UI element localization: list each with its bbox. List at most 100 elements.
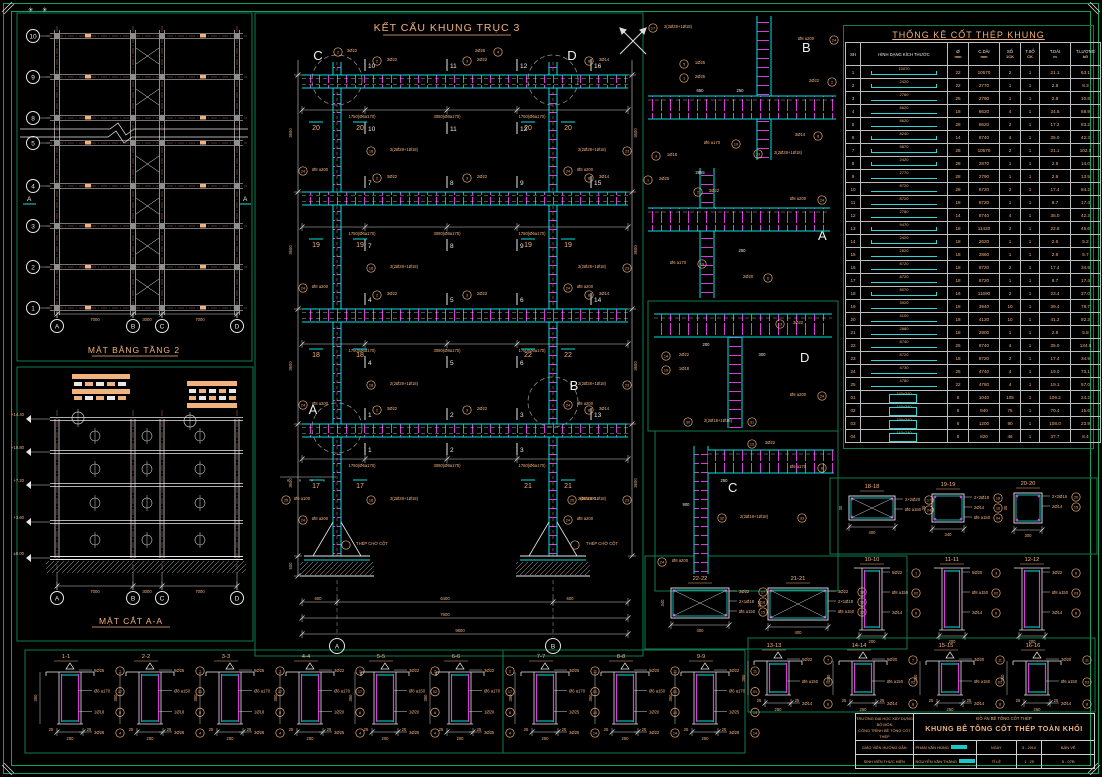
- ref-number: 8: [1086, 703, 1088, 707]
- column-section-outline: [670, 587, 730, 619]
- shape-cell: 8720: [860, 273, 948, 287]
- annotation-text: Ø8 a200: [798, 36, 815, 41]
- annotation-text: 25: [929, 698, 934, 703]
- ref-circle: [775, 319, 785, 329]
- ref-circle: [758, 607, 768, 617]
- grid-bubble-label: A: [55, 596, 60, 603]
- grid-bubble-label: B: [131, 596, 135, 603]
- grid-bubble-label: C: [160, 324, 165, 331]
- grid-bubble: [50, 319, 64, 333]
- annotation-text: Ø8 a150: [1052, 590, 1069, 595]
- table-cell: 21.1: [1039, 143, 1071, 157]
- table-cell: 24.2: [1070, 390, 1101, 404]
- annotation-text: 350: [193, 694, 198, 702]
- annotation-text: Ø8 a200: [672, 558, 689, 563]
- annotation-text: 25: [880, 698, 885, 703]
- annotation-text: 25: [209, 727, 214, 732]
- table-cell: 14: [947, 208, 969, 222]
- section-mark-number: 4: [368, 297, 372, 304]
- break-triangle: [145, 662, 155, 670]
- annotation-text: 25: [757, 698, 762, 703]
- annotation-text: Ø8 a150: [174, 689, 191, 694]
- table-cell: 10.8: [1070, 91, 1101, 105]
- table-cell: 04: [845, 429, 861, 443]
- shape-cell: 9870: [860, 143, 948, 157]
- annotation-text: 3Ø22: [387, 174, 398, 179]
- table-cell: 10: [845, 182, 861, 196]
- table-cell: 4: [999, 208, 1021, 222]
- corner-mark-icon: [1087, 1, 1101, 15]
- column-mark: [54, 183, 60, 189]
- ref-number: 03: [1085, 681, 1089, 685]
- column-section-core: [1015, 494, 1041, 522]
- annotation-text: Ø6 a170: [569, 689, 586, 694]
- ref-number: 17: [358, 690, 362, 694]
- table-cell: 1: [1020, 260, 1040, 274]
- ref-number: 31: [750, 421, 754, 425]
- annotation-text: 3600: [633, 245, 638, 255]
- table-cell: 1: [999, 156, 1021, 170]
- annotation-text: ×: [287, 478, 290, 483]
- ref-circle: [813, 131, 823, 141]
- north-arrow-icon: [619, 27, 647, 55]
- table-cell: 18: [947, 221, 969, 235]
- tag-mark: [200, 306, 206, 310]
- table-cell: 8720: [968, 273, 1000, 287]
- table-cell: 1: [1020, 91, 1040, 105]
- annotation-text: 3Ø22: [484, 668, 495, 673]
- table-cell: 78.7: [1070, 299, 1101, 313]
- grid-bubble-label: A: [55, 324, 60, 331]
- annotation-text: 11-11: [945, 557, 959, 563]
- table-cell: 1: [999, 325, 1021, 339]
- annotation-text: 7000: [195, 589, 205, 594]
- ref-number: 24: [566, 287, 570, 291]
- region-frames: [16, 12, 1098, 754]
- advisor-name: PHAN VĂN HÙNG: [913, 741, 977, 755]
- ref-number: 2: [376, 60, 378, 64]
- annotation-text: 2(2Ø28+1Ø18): [390, 264, 419, 269]
- table-cell: 6: [947, 416, 969, 430]
- table-cell: 8720: [968, 351, 1000, 365]
- annotation-text: 25: [684, 727, 689, 732]
- legend-chip: [107, 396, 115, 400]
- table-cell: 1: [1020, 286, 1040, 300]
- column-mark: [234, 264, 240, 270]
- tag-mark: [85, 116, 91, 120]
- detail-beam: [648, 96, 836, 119]
- annotation-text: 3Ø22: [387, 57, 398, 62]
- line: [850, 497, 894, 519]
- ref-circle: [115, 728, 125, 738]
- annotation-text: 21-21: [791, 576, 806, 582]
- ref-circle: [355, 687, 365, 697]
- annotation-text: Ø6 a170: [334, 689, 351, 694]
- break-triangle: [773, 651, 783, 659]
- annotation-text: 19-19: [941, 482, 956, 488]
- annotation-text: ×: [311, 478, 314, 483]
- annotation-text: 7600: [440, 612, 450, 617]
- annotation-text: 17: [356, 483, 364, 490]
- table-cell: 1: [1020, 117, 1040, 131]
- shape-cell: 2420: [860, 78, 948, 92]
- beam-stirrups: [302, 192, 628, 205]
- ref-circle: [355, 666, 365, 676]
- annotation-text: 3Ø20: [974, 657, 985, 662]
- shape-cell: 8720: [860, 351, 948, 365]
- annotation-text: 2(2Ø28+1Ø18): [390, 147, 419, 152]
- school-info: TRƯỜNG ĐẠI HỌC XÂY DỰNG BỘ MÔN CÔNG TRÌN…: [856, 714, 914, 741]
- table-cell: 6: [947, 390, 969, 404]
- annotation-text: Ø6 a100: [580, 496, 597, 501]
- ref-number: 4: [359, 732, 361, 736]
- ref-circle: [717, 513, 727, 523]
- stair-mark: [135, 88, 160, 106]
- annotation-text: 350: [826, 674, 831, 682]
- table-cell: 21.1: [1039, 65, 1071, 79]
